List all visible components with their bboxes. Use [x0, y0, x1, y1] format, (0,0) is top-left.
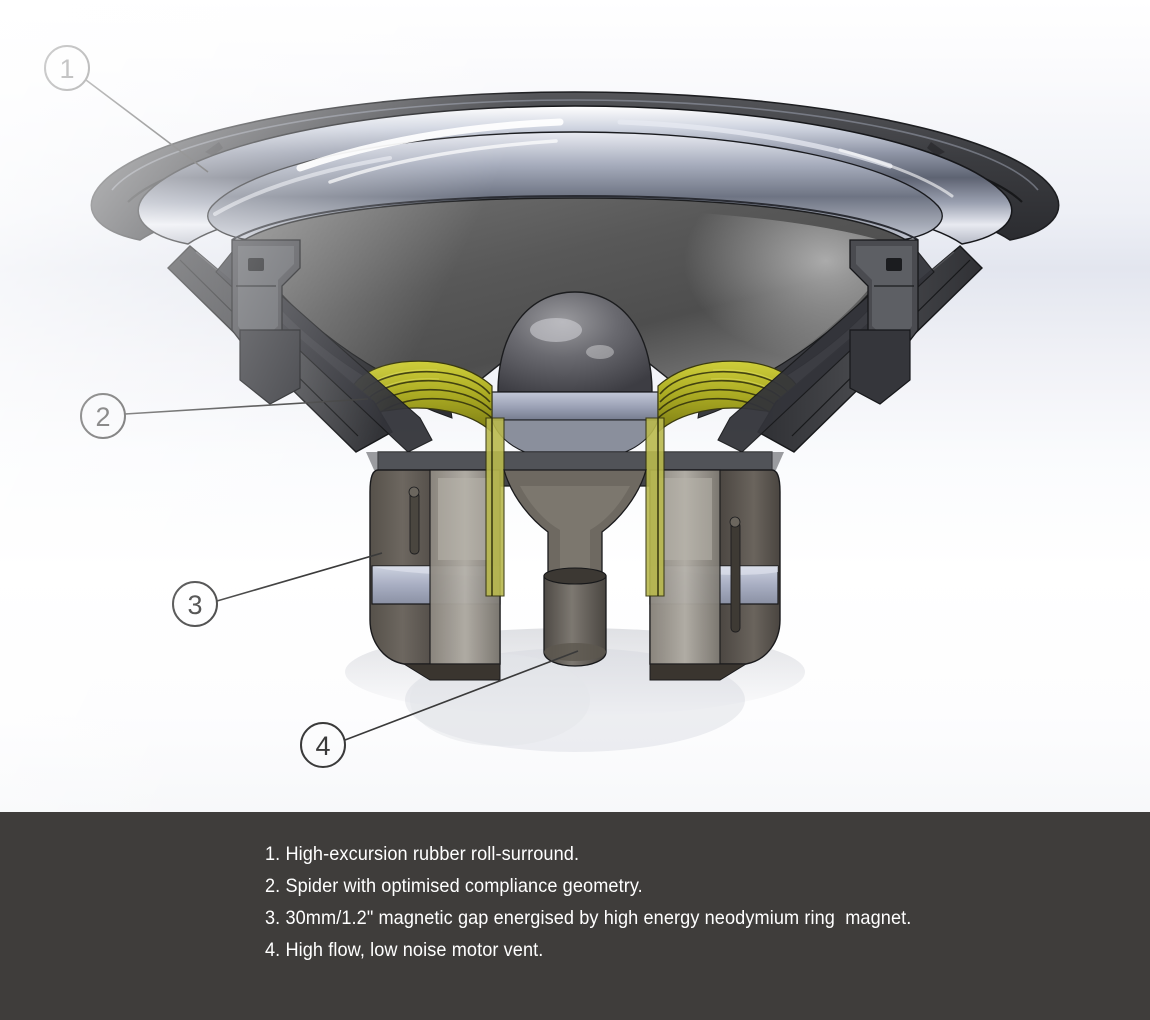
- callout-3: 3: [172, 552, 383, 627]
- rubber-roll-surround: [137, 105, 1013, 245]
- caption-item-4: 4. High flow, low noise motor vent.: [265, 939, 544, 961]
- callout-leader-2: [124, 398, 369, 415]
- callout-circle-4: [300, 722, 346, 768]
- callout-leader-3: [216, 552, 383, 602]
- caption-list: 1. High-excursion rubber roll-surround. …: [265, 838, 960, 966]
- motor-magnet-assembly: [366, 417, 784, 681]
- loudspeaker-cutaway-drawing: 1 2 3 4: [44, 45, 1060, 768]
- callout-number-3: 3: [187, 590, 202, 620]
- illustration-stage: 1 2 3 4: [0, 0, 1150, 812]
- callout-circle-1: [44, 45, 90, 91]
- callout-circle-2: [80, 393, 126, 439]
- caption-item-1: 1. High-excursion rubber roll-surround.: [265, 843, 580, 865]
- callout-2: 2: [80, 393, 369, 439]
- callout-1: 1: [44, 45, 209, 173]
- caption-item-2: 2. Spider with optimised compliance geom…: [265, 875, 643, 897]
- callout-leader-4: [344, 650, 579, 741]
- callout-4: 4: [300, 650, 579, 768]
- callout-number-4: 4: [315, 731, 330, 761]
- callout-leader-1: [85, 79, 209, 173]
- basket-section-cut-right: [849, 239, 919, 405]
- basket-section-cut-left: [231, 239, 301, 405]
- callout-circle-3: [172, 581, 218, 627]
- callout-layer: 1 2 3 4: [44, 45, 579, 768]
- callout-number-1: 1: [59, 54, 74, 84]
- caption-bar: 1. High-excursion rubber roll-surround. …: [0, 812, 1150, 1020]
- caption-item-3: 3. 30mm/1.2" magnetic gap energised by h…: [265, 907, 912, 929]
- callout-number-2: 2: [95, 402, 110, 432]
